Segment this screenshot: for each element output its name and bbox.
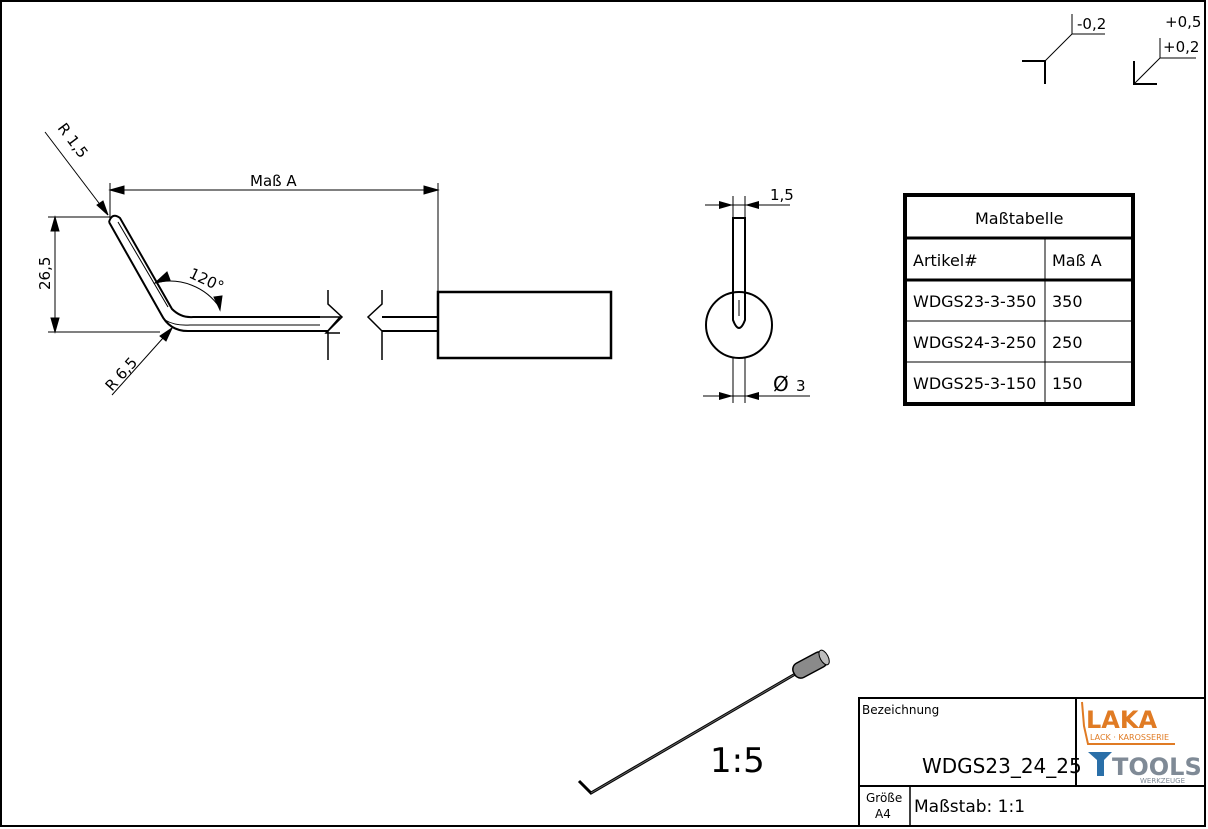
dim-thickness-text: 1,5 <box>770 186 794 204</box>
company-logo: LAKA LACK · KAROSSERIE TOOLS WERKZEUGE <box>1081 701 1202 785</box>
table-title: Maßtabelle <box>975 209 1064 228</box>
size-value: A4 <box>875 807 891 821</box>
corner-tolerance-right <box>1133 38 1196 85</box>
end-view <box>703 196 810 403</box>
dim-angle-text: 120° <box>186 264 226 296</box>
logo-laka-text: LAKA <box>1086 706 1157 734</box>
table-cell-article-2: WDGS24-3-250 <box>913 333 1036 352</box>
scale-text: Maßstab: 1:1 <box>914 797 1025 817</box>
dim-diameter-text: 3 <box>796 377 806 395</box>
side-view-wire <box>108 214 613 360</box>
dim-radius-tip-text: R 1,5 <box>54 120 92 162</box>
dim-radius-bend-text: R 6,5 <box>102 354 142 395</box>
dimension-table <box>903 193 1135 406</box>
tolerance-right-upper-text: +0,5 <box>1165 13 1201 31</box>
table-header-length: Maß A <box>1052 251 1102 270</box>
logo-tools-text: TOOLS <box>1112 753 1202 781</box>
iso-scale-label: 1:5 <box>710 741 765 781</box>
tolerance-left-text: -0,2 <box>1077 15 1106 33</box>
table-cell-article-3: WDGS25-3-150 <box>913 374 1036 393</box>
dim-length-text: Maß A <box>250 172 297 190</box>
table-cell-length-1: 350 <box>1052 292 1083 311</box>
tolerance-right-lower-text: +0,2 <box>1163 38 1199 56</box>
corner-tolerance-left <box>1022 14 1105 84</box>
logo-laka-subtitle: LACK · KAROSSERIE <box>1090 733 1169 742</box>
dimension-lines <box>44 131 440 396</box>
isometric-view <box>577 649 830 795</box>
table-cell-article-1: WDGS23-3-350 <box>913 292 1036 311</box>
dim-diameter-symbol: Ø <box>773 372 789 396</box>
size-label: Größe <box>866 791 902 805</box>
title-block <box>858 697 1206 827</box>
table-cell-length-2: 250 <box>1052 333 1083 352</box>
table-cell-length-3: 150 <box>1052 374 1083 393</box>
table-header-article: Artikel# <box>913 251 978 270</box>
designation-value: WDGS23_24_25 <box>922 754 1082 778</box>
logo-tools-subtitle: WERKZEUGE <box>1140 777 1185 785</box>
designation-label: Bezeichnung <box>862 703 939 717</box>
dim-height-text: 26,5 <box>36 257 54 290</box>
